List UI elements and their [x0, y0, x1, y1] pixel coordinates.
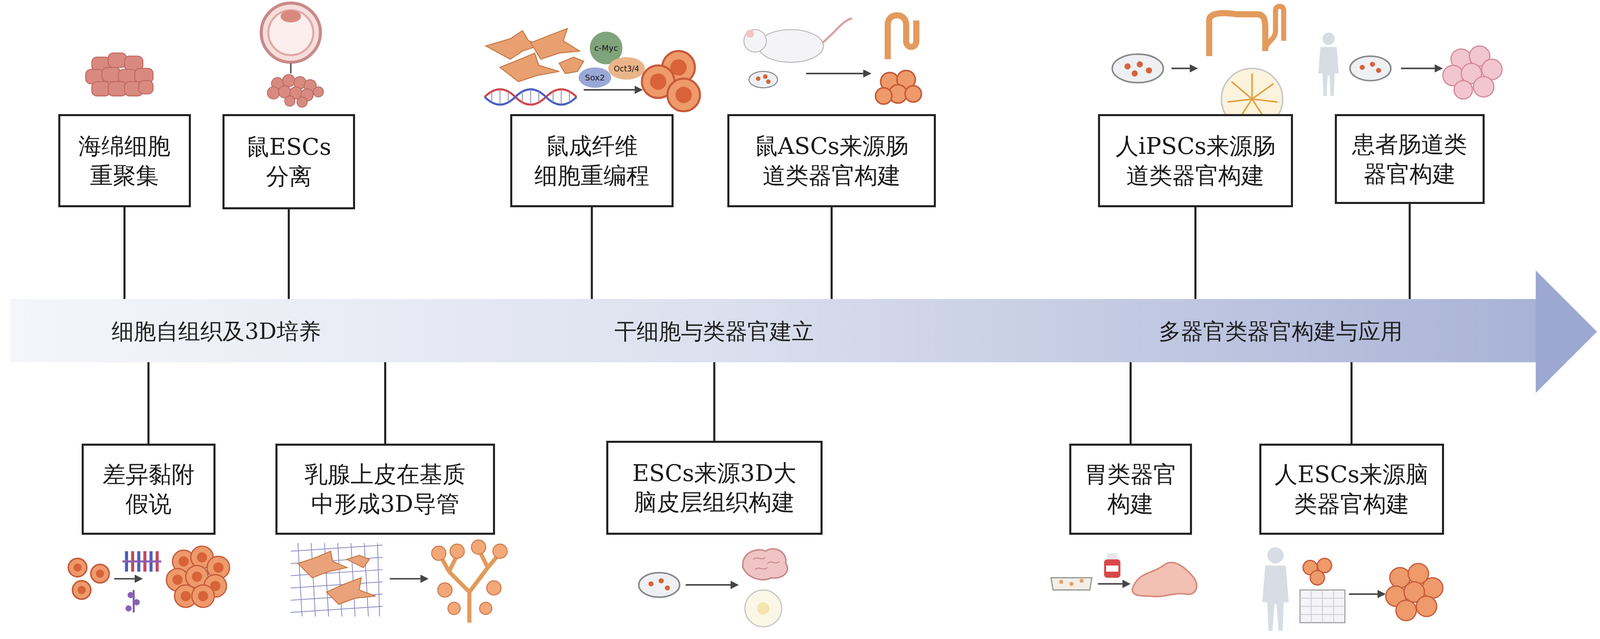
milestone-text-group: 鼠ESCs 分离 [233, 132, 344, 191]
connector-line [830, 207, 833, 300]
stage-label: 干细胞与类器官建立 [614, 316, 814, 347]
milestone-text-group: 患者肠道类 器官构建 [1345, 129, 1474, 189]
milestone-text-group: 鼠ASCs来源肠 道类器官构建 [738, 131, 925, 191]
stage-label: 细胞自组织及3D培养 [111, 316, 321, 347]
milestone-text: 胃类器官 构建 [1080, 459, 1181, 519]
connector-line [713, 362, 716, 441]
milestone-text-group: 胃类器官 构建 [1080, 459, 1181, 519]
connector-line [384, 362, 387, 445]
mouse-organoid-icon [743, 15, 922, 104]
milestone-box: 鼠ESCs 分离 [222, 114, 356, 209]
milestone-text-group: 人ESCs来源脑 类器官构建 [1270, 459, 1433, 519]
timeline-band: 细胞自组织及3D培养 干细胞与类器官建立 多器官类器官构建与应用 [10, 270, 1598, 393]
factor-label: Oct3/4 [613, 64, 640, 74]
connector-line [287, 209, 290, 300]
milestone-text-group: 乳腺上皮在基质 中形成3D导管 [286, 459, 484, 519]
sponge-cells [85, 52, 154, 96]
adhesion-icon [68, 546, 230, 613]
dna-helix [484, 89, 577, 105]
milestone-text-group: ESCs来源3D大 脑皮层组织构建 [617, 458, 812, 518]
patient-organoid-icon [1318, 32, 1502, 100]
milestone-text: 鼠ESCs 分离 [233, 132, 344, 191]
milestone-text: ESCs来源3D大 脑皮层组织构建 [617, 458, 812, 518]
connector-line [590, 207, 593, 300]
factor-label: c-Myc [594, 43, 619, 53]
milestone-text: 鼠成纤维 细胞重编程 [521, 131, 663, 191]
connector-line [123, 207, 126, 300]
milestone-box: 乳腺上皮在基质 中形成3D导管 [275, 443, 495, 535]
milestone-text: 鼠ASCs来源肠 道类器官构建 [738, 131, 925, 191]
milestone-box: 鼠成纤维 细胞重编程 [510, 114, 674, 207]
blastocyst [261, 2, 324, 108]
milestone-text: 患者肠道类 器官构建 [1345, 129, 1474, 189]
connector-line [1408, 204, 1411, 299]
brain-organoid-icon [1262, 547, 1443, 631]
milestone-box: 胃类器官 构建 [1069, 443, 1192, 535]
milestone-text-group: 海绵细胞 重聚集 [69, 131, 180, 191]
connector-line [1129, 362, 1132, 445]
factor-label: Sox2 [584, 73, 606, 83]
milestone-text-group: 人iPSCs来源肠 道类器官构建 [1109, 131, 1282, 191]
milestone-box: 差异黏附 假说 [81, 443, 216, 535]
milestone-box: 患者肠道类 器官构建 [1334, 114, 1485, 205]
milestone-box: 人ESCs来源脑 类器官构建 [1259, 443, 1445, 535]
stage-label: 多器官类器官构建与应用 [1158, 316, 1403, 347]
milestone-text: 人iPSCs来源肠 道类器官构建 [1109, 131, 1282, 191]
milestone-text-group: 差异黏附 假说 [92, 459, 205, 519]
fibroblasts [485, 28, 584, 82]
milestone-box: 人iPSCs来源肠 道类器官构建 [1097, 114, 1293, 207]
cortex-icon [638, 548, 788, 627]
gastric-icon [1051, 553, 1197, 597]
mammary-duct-icon [291, 540, 508, 623]
connector-line [147, 362, 150, 445]
milestone-box: 鼠ASCs来源肠 道类器官构建 [727, 114, 936, 207]
connector-line [1350, 362, 1353, 445]
connector-line [1194, 207, 1197, 300]
milestone-text: 乳腺上皮在基质 中形成3D导管 [286, 459, 484, 519]
milestone-box: ESCs来源3D大 脑皮层组织构建 [606, 440, 823, 535]
ipsc-cells [641, 50, 701, 112]
milestone-text: 人ESCs来源脑 类器官构建 [1270, 459, 1433, 519]
milestone-text: 差异黏附 假说 [92, 459, 205, 519]
factor-bubbles: c-Myc Oct3/4 Sox2 [578, 31, 646, 94]
milestone-text-group: 鼠成纤维 细胞重编程 [521, 131, 663, 191]
milestone-text: 海绵细胞 重聚集 [69, 131, 180, 191]
milestone-box: 海绵细胞 重聚集 [58, 114, 191, 207]
ipsc-organoid-icon [1112, 6, 1284, 130]
